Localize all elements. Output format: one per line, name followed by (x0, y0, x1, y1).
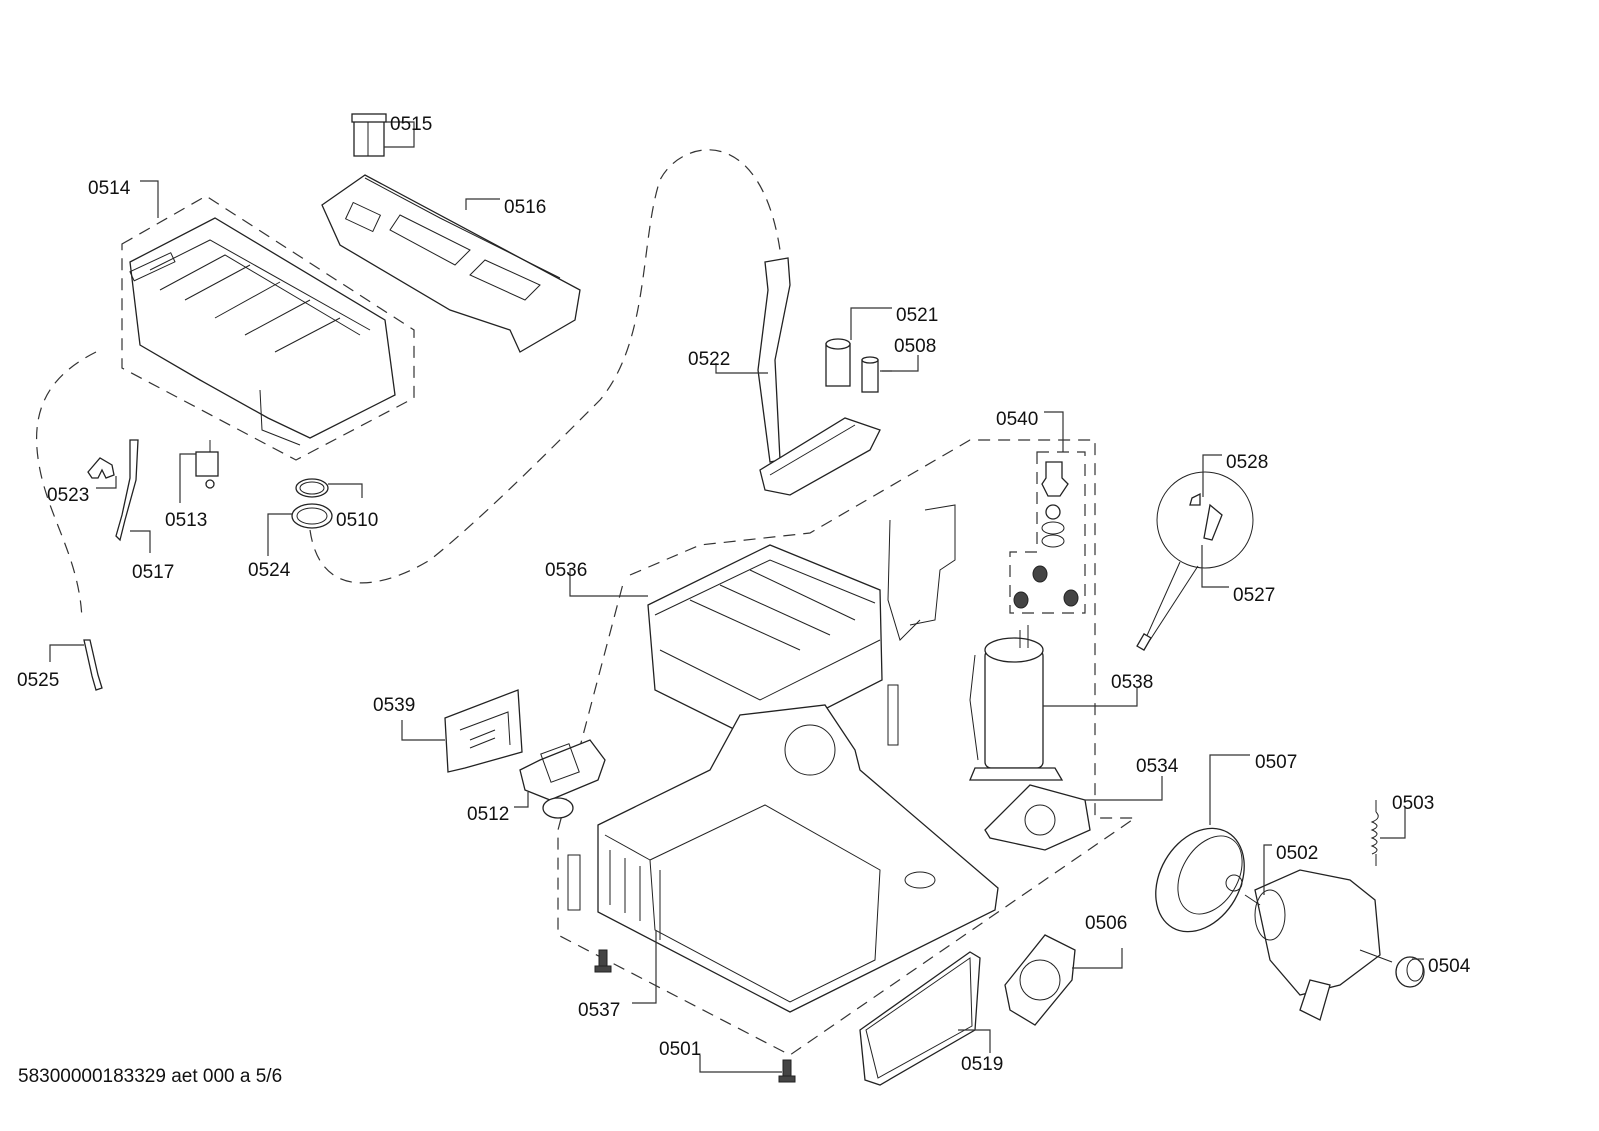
part-0527-0528-drawing (1136, 471, 1254, 651)
part-0502-drawing (1244, 869, 1393, 1021)
part-0506-drawing (1004, 934, 1076, 1026)
part-0516-drawing (321, 174, 581, 353)
part-label-0504[interactable]: 0504 (1428, 956, 1471, 977)
hose-route-0522 (309, 149, 781, 584)
leader-line-0534 (1085, 776, 1163, 801)
leader-line-0516 (465, 198, 500, 210)
part-0510-drawing (295, 478, 329, 498)
part-label-0517[interactable]: 0517 (132, 562, 174, 583)
part-label-0536[interactable]: 0536 (545, 560, 587, 581)
part-0504-drawing (1395, 956, 1425, 988)
part-label-0540[interactable]: 0540 (996, 409, 1038, 430)
part-label-0534[interactable]: 0534 (1136, 756, 1179, 777)
part-0514-drawing (129, 217, 396, 446)
part-drawings (83, 113, 1425, 1086)
part-label-0522[interactable]: 0522 (688, 349, 730, 370)
callout-labels: 0501 0502 0503 0504 0506 0507 0508 0510 0512 0513… (17, 114, 1471, 1075)
part-label-0538[interactable]: 0538 (1111, 672, 1153, 693)
outline-0540 (1009, 451, 1086, 614)
leader-line-0508 (880, 355, 919, 372)
leader-line-0515 (384, 121, 415, 148)
part-label-0524[interactable]: 0524 (248, 560, 291, 581)
part-label-0503[interactable]: 0503 (1392, 793, 1434, 814)
part-0503-drawing (1370, 800, 1379, 866)
part-0536-drawing (647, 504, 956, 743)
part-label-0502[interactable]: 0502 (1276, 843, 1318, 864)
hose-route-0525 (35, 351, 97, 621)
part-label-0525[interactable]: 0525 (17, 670, 59, 691)
leader-line-0525 (49, 644, 84, 662)
part-label-0528[interactable]: 0528 (1226, 452, 1268, 473)
assembly-guides (35, 149, 1137, 1056)
part-label-0510[interactable]: 0510 (336, 510, 378, 531)
part-label-0523[interactable]: 0523 (47, 485, 89, 506)
part-label-0537[interactable]: 0537 (578, 1000, 620, 1021)
part-0534-drawing (984, 784, 1091, 851)
part-0513-drawing (195, 440, 219, 489)
part-0512-drawing (519, 739, 606, 819)
part-base-housing-drawing (567, 684, 999, 1013)
leader-line-0524 (267, 513, 292, 556)
part-label-0506[interactable]: 0506 (1085, 913, 1127, 934)
leader-line-0540 (1044, 411, 1064, 452)
part-label-0516[interactable]: 0516 (504, 197, 546, 218)
leader-line-0503 (1380, 808, 1406, 839)
leader-line-0519 (958, 1029, 991, 1053)
leader-line-0536 (569, 568, 648, 597)
leader-line-0506 (1072, 948, 1123, 969)
leader-line-0523 (96, 476, 117, 489)
part-label-0514[interactable]: 0514 (88, 178, 131, 199)
part-label-0521[interactable]: 0521 (896, 305, 938, 326)
leader-line-0527 (1201, 545, 1229, 588)
leader-line-0528 (1202, 454, 1222, 497)
leader-line-0501 (699, 1055, 782, 1073)
leader-line-0537 (632, 930, 657, 1004)
part-0517-drawing (115, 439, 139, 542)
part-0539-drawing (444, 689, 523, 773)
part-0508-drawing (861, 356, 879, 393)
leader-line-0538 (1043, 688, 1138, 707)
part-0523-drawing (87, 457, 115, 479)
part-label-0527[interactable]: 0527 (1233, 585, 1275, 606)
part-0540-drawing (1013, 461, 1079, 609)
part-0501-drawing (778, 1059, 796, 1083)
part-0522-drawing (757, 257, 881, 496)
part-label-0512[interactable]: 0512 (467, 804, 509, 825)
part-label-0519[interactable]: 0519 (961, 1054, 1003, 1075)
callout-leaders (49, 121, 1424, 1073)
part-label-0515[interactable]: 0515 (390, 114, 432, 135)
leader-line-0513 (179, 453, 196, 503)
leader-line-0512 (514, 792, 529, 808)
leader-line-0521 (850, 307, 892, 340)
leader-line-0510 (328, 483, 363, 498)
part-0537-drawing (594, 949, 612, 973)
part-0515-drawing (351, 113, 387, 157)
leader-line-0539 (401, 720, 445, 741)
part-label-0539[interactable]: 0539 (373, 695, 415, 716)
leader-line-0522 (715, 363, 768, 374)
part-0521-drawing (825, 338, 851, 387)
outline-base (557, 439, 1137, 1056)
leader-line-0517 (130, 530, 151, 553)
leader-line-0507 (1209, 754, 1250, 825)
outline-0514 (121, 195, 415, 461)
part-0525-drawing (83, 639, 103, 691)
part-0538-drawing (969, 625, 1064, 781)
drawing-code: 58300000183329 aet 000 a 5/6 (18, 1066, 283, 1087)
part-0524-drawing (291, 503, 333, 529)
part-label-0507[interactable]: 0507 (1255, 752, 1297, 773)
part-label-0513[interactable]: 0513 (165, 510, 207, 531)
part-0507-drawing (1155, 827, 1245, 933)
leader-line-0502 (1263, 844, 1272, 895)
part-label-0508[interactable]: 0508 (894, 336, 936, 357)
leader-line-0514 (140, 180, 159, 218)
part-label-0501[interactable]: 0501 (659, 1039, 701, 1060)
